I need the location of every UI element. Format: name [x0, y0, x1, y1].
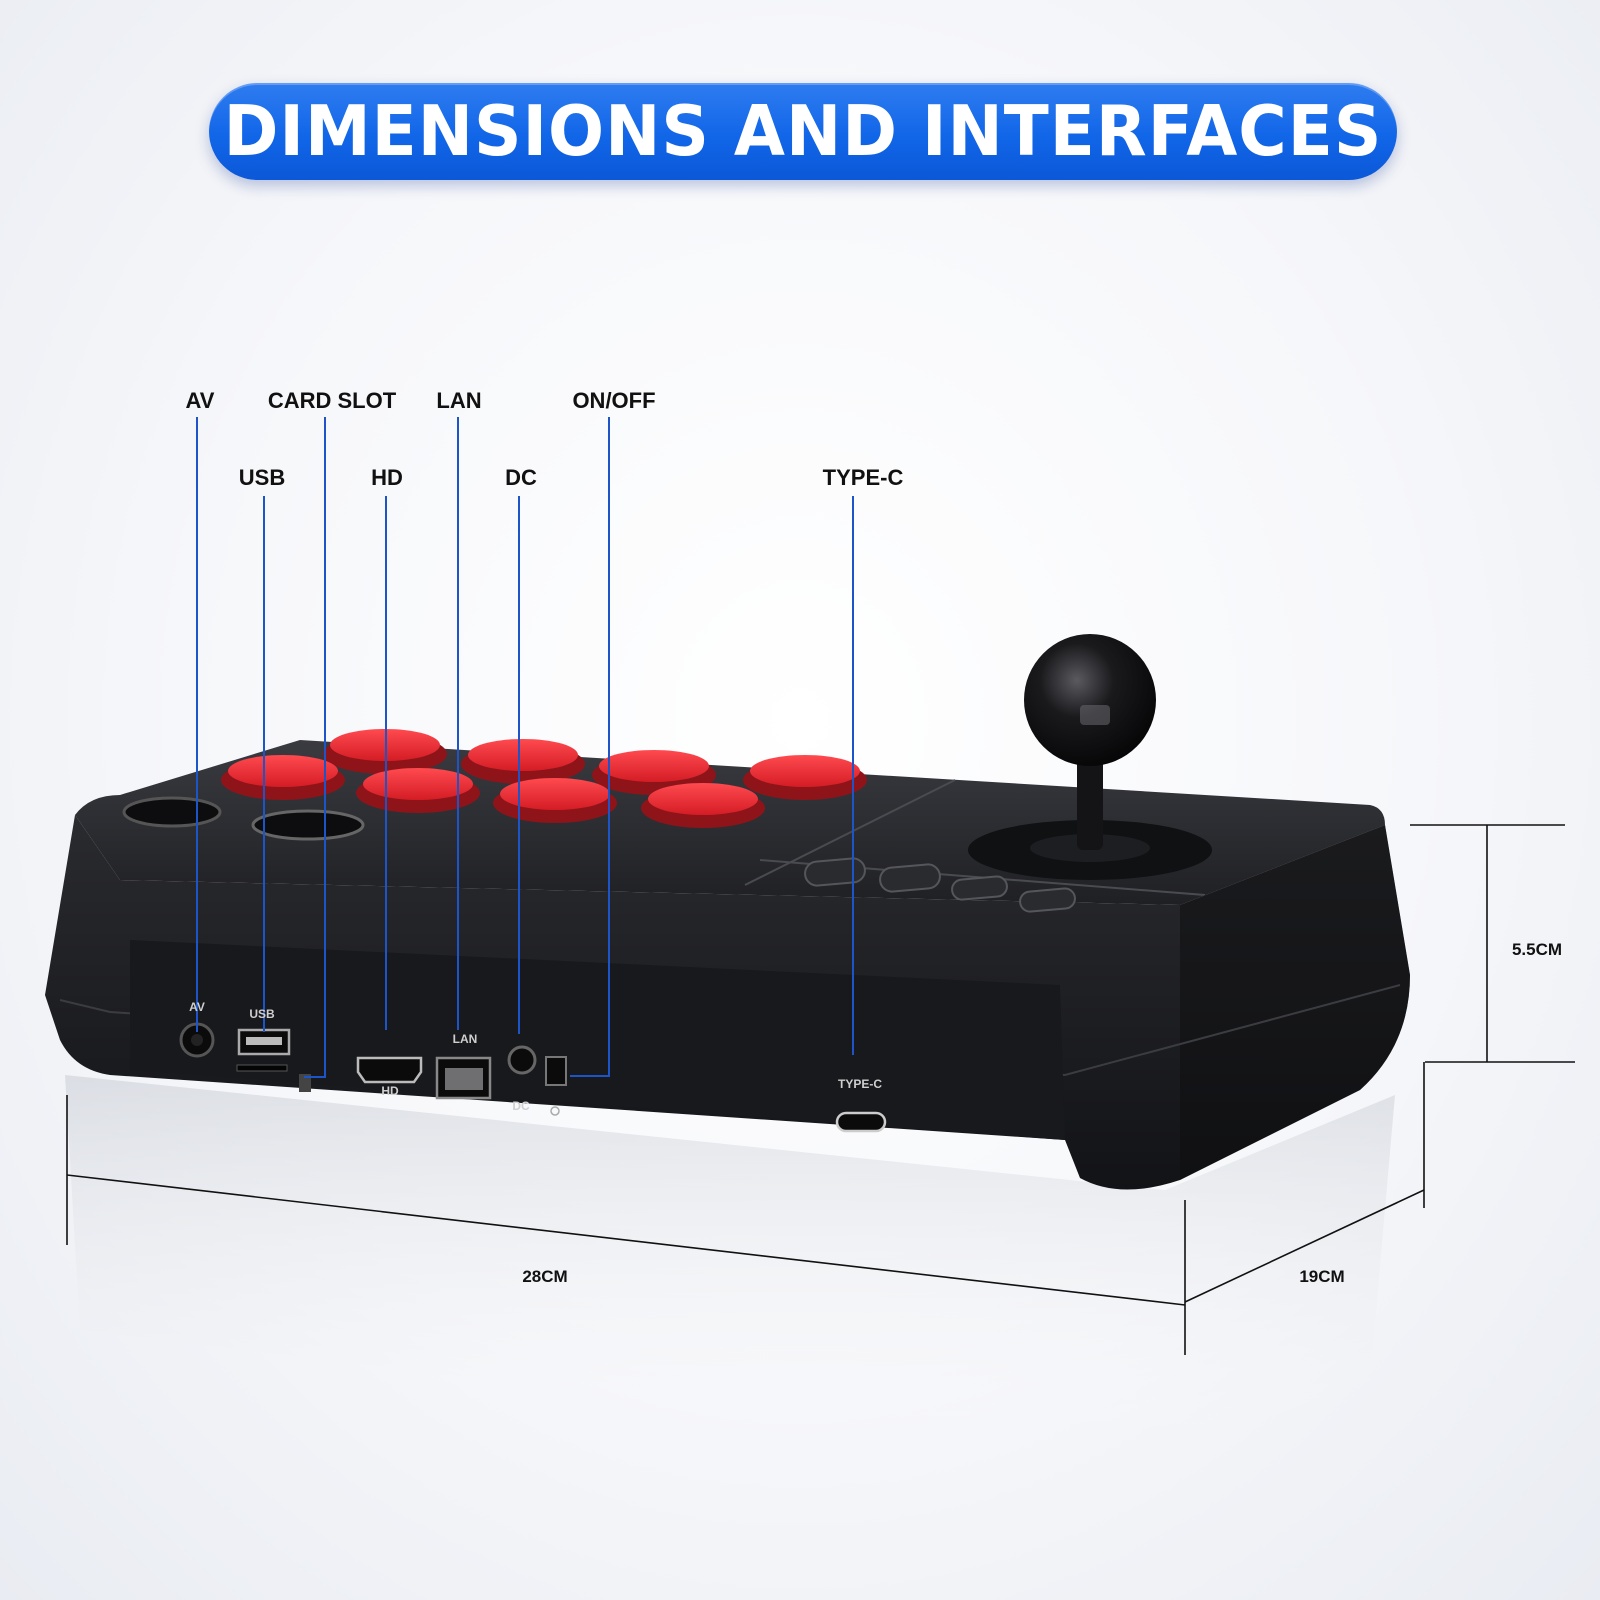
- callout-hd: HD: [371, 465, 403, 490]
- dc-port: [507, 1045, 537, 1075]
- callout-lines: [196, 417, 854, 1078]
- red-button: [641, 783, 765, 828]
- callout-usb: USB: [238, 465, 286, 490]
- function-buttons: [804, 857, 1076, 913]
- callout-lan: LAN: [436, 388, 482, 413]
- callout-card-slot: CARD SLOT: [267, 388, 397, 413]
- dimension-depth: 19CM: [1299, 1267, 1345, 1286]
- red-button: [493, 778, 617, 823]
- port-label-type-c: TYPE-C: [837, 1077, 883, 1091]
- port-label-av: AV: [189, 1000, 205, 1014]
- port-label-hd: HD: [381, 1084, 399, 1098]
- card-slot: [236, 1064, 288, 1072]
- floor-reflection: [65, 1075, 1395, 1460]
- power-switch: [545, 1056, 567, 1086]
- dimension-height: 5.5CM: [1511, 940, 1563, 959]
- title-banner: DIMENSIONS AND INTERFACES: [209, 83, 1397, 180]
- red-button: [743, 755, 867, 800]
- red-button: [461, 739, 585, 784]
- hd-port: [356, 1056, 423, 1084]
- type-c-port: [835, 1111, 887, 1133]
- joystick: [968, 634, 1212, 880]
- dimension-lines: [66, 824, 1575, 1355]
- ports: [179, 1022, 887, 1133]
- port-label-dc: DC: [512, 1099, 530, 1113]
- red-button: [221, 755, 345, 800]
- port-label-usb: USB: [249, 1007, 275, 1021]
- callout-av: AV: [185, 388, 215, 413]
- callout-type-c: TYPE-C: [822, 465, 904, 490]
- callout-dc: DC: [505, 465, 537, 490]
- callout-on-off: ON/OFF: [572, 388, 656, 413]
- page-title: DIMENSIONS AND INTERFACES: [223, 91, 1383, 172]
- dimension-width: 28CM: [522, 1267, 568, 1286]
- port-label-lan: LAN: [452, 1032, 478, 1046]
- red-button: [356, 768, 480, 813]
